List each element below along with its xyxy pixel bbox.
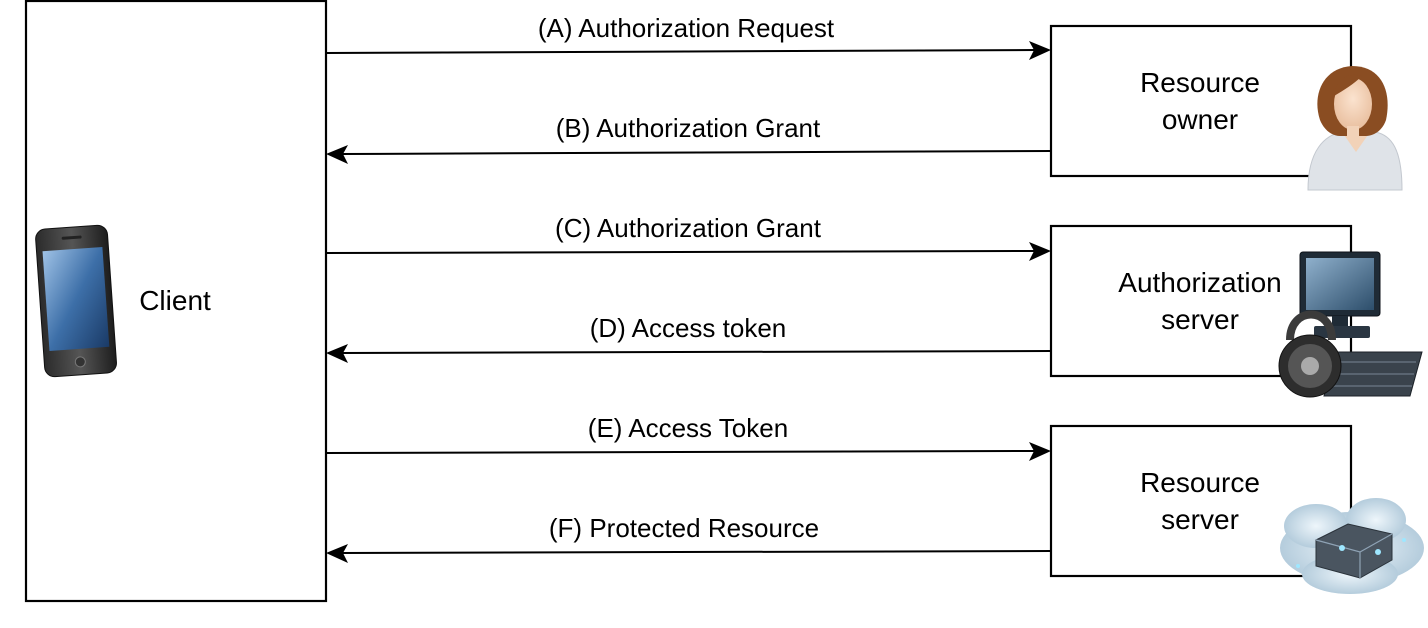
- arrow-b: [326, 145, 1052, 164]
- resource-server-label-line2: server: [1161, 504, 1239, 535]
- message-a-label: (A) Authorization Request: [538, 13, 835, 43]
- arrow-d: [326, 344, 1052, 363]
- resource-server-label-line1: Resource: [1140, 467, 1260, 498]
- locked-computer-icon: [1278, 251, 1423, 398]
- message-f-label: (F) Protected Resource: [549, 513, 819, 543]
- resource-owner-label-line1: Resource: [1140, 67, 1260, 98]
- smartphone-icon: [35, 224, 117, 378]
- cloud-server-icon: [1280, 498, 1424, 594]
- arrow-f: [326, 544, 1052, 563]
- resource-owner-label-line2: owner: [1162, 104, 1238, 135]
- person-icon: [1307, 66, 1403, 191]
- authorization-server-label-line1: Authorization: [1118, 267, 1281, 298]
- message-c-label: (C) Authorization Grant: [555, 213, 822, 243]
- authorization-server-label-line2: server: [1161, 304, 1239, 335]
- arrow-c: [325, 242, 1051, 261]
- message-d-label: (D) Access token: [590, 313, 787, 343]
- arrow-a: [325, 41, 1051, 60]
- resource-owner-box: [1049, 24, 1353, 178]
- message-e-label: (E) Access Token: [588, 413, 788, 443]
- client-label: Client: [139, 285, 211, 316]
- arrow-e: [325, 442, 1051, 461]
- message-b-label: (B) Authorization Grant: [556, 113, 821, 143]
